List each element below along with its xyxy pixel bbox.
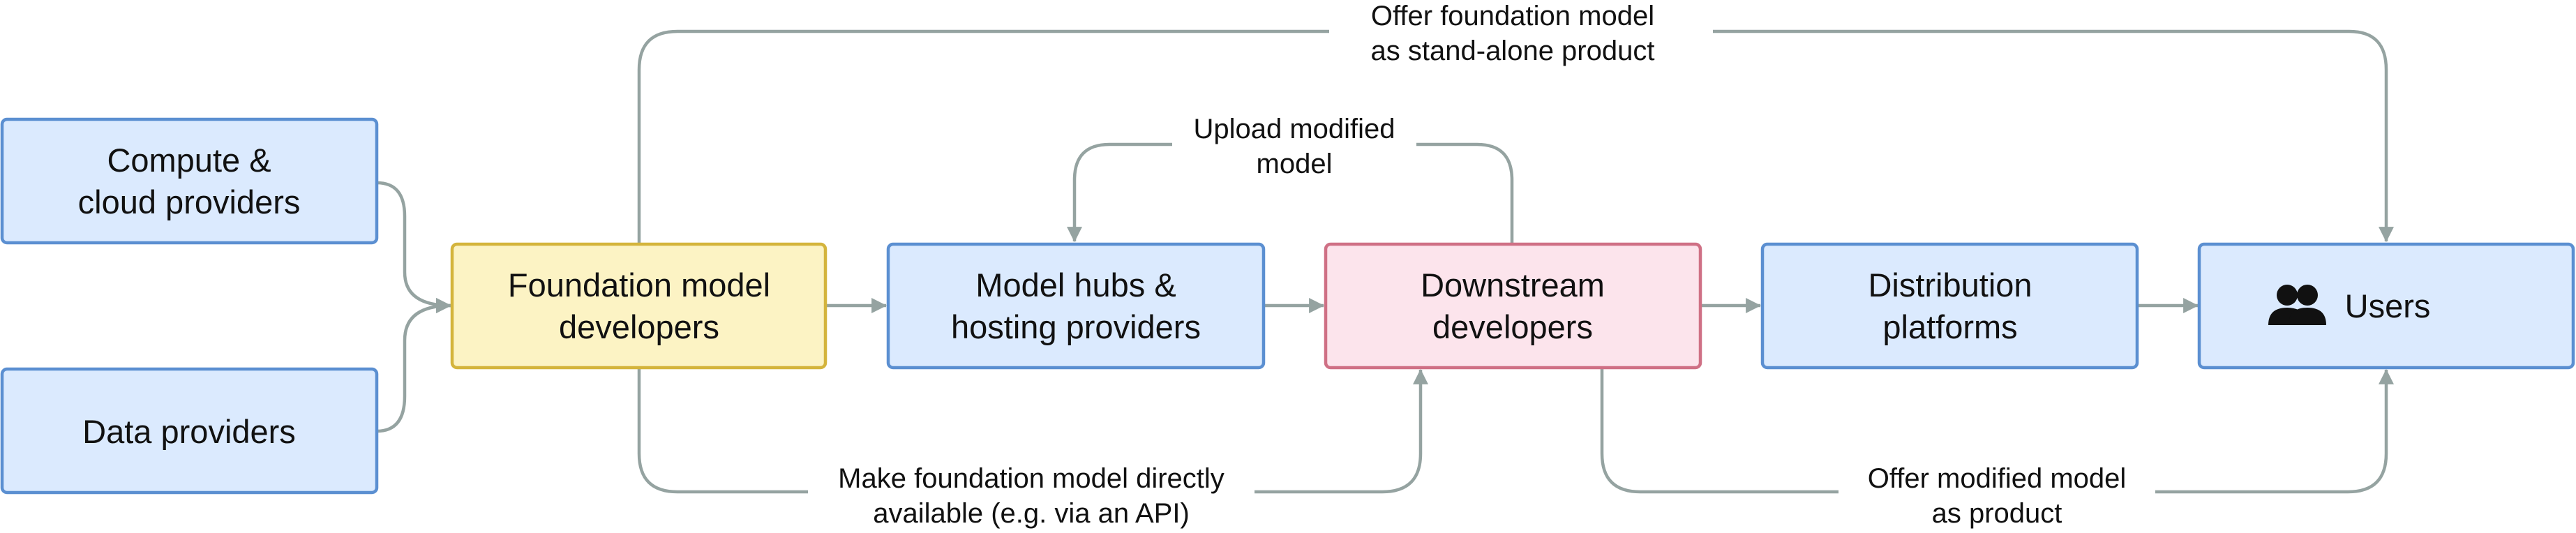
edge-label-upload-modified-line1: Upload modified bbox=[1193, 114, 1395, 144]
node-model-hubs-hosting-providers: Model hubs & hosting providers bbox=[886, 242, 1266, 370]
node-distribution-platforms: Distribution platforms bbox=[1760, 242, 2139, 370]
node-compute-cloud-providers: Compute & cloud providers bbox=[0, 117, 379, 245]
node-foundation-label-line1: Foundation model bbox=[508, 266, 770, 303]
node-data-label: Data providers bbox=[82, 413, 296, 450]
node-distribution-label-line1: Distribution bbox=[1868, 266, 2032, 303]
node-foundation-label-line2: developers bbox=[559, 308, 719, 345]
edge-label-upload-modified: Upload modified model bbox=[1172, 108, 1416, 183]
edge-compute-to-foundation bbox=[376, 181, 452, 313]
node-hubs-label-line2: hosting providers bbox=[951, 308, 1201, 345]
edge-data-to-foundation bbox=[376, 298, 452, 433]
edge-label-upload-modified-line2: model bbox=[1257, 149, 1333, 179]
edge-label-offer-foundation-line2: as stand-alone product bbox=[1371, 36, 1655, 66]
edge-label-offer-foundation-line1: Offer foundation model bbox=[1371, 1, 1654, 31]
edge-label-offer-foundation: Offer foundation model as stand-alone pr… bbox=[1329, 0, 1713, 67]
node-compute-label-line2: cloud providers bbox=[78, 183, 301, 220]
edge-label-make-available-line2: available (e.g. via an API) bbox=[873, 498, 1190, 529]
node-hubs-label-line1: Model hubs & bbox=[975, 266, 1176, 303]
edge-label-offer-modified-line2: as product bbox=[1932, 498, 2062, 529]
edge-label-make-available: Make foundation model directly available… bbox=[808, 455, 1255, 530]
node-downstream-developers: Downstream developers bbox=[1324, 242, 1702, 370]
node-downstream-label-line2: developers bbox=[1432, 308, 1593, 345]
edge-label-offer-modified: Offer modified model as product bbox=[1839, 455, 2155, 530]
edge-label-offer-modified-line1: Offer modified model bbox=[1868, 463, 2127, 494]
node-data-providers: Data providers bbox=[0, 367, 379, 495]
users-icon bbox=[2268, 285, 2326, 325]
node-users-label: Users bbox=[2345, 287, 2431, 324]
node-downstream-label-line1: Downstream bbox=[1421, 266, 1605, 303]
node-foundation-model-developers: Foundation model developers bbox=[450, 242, 828, 370]
edge-label-make-available-line1: Make foundation model directly bbox=[838, 463, 1225, 494]
node-users: Users bbox=[2197, 242, 2575, 370]
node-distribution-label-line2: platforms bbox=[1882, 308, 2017, 345]
node-compute-label-line1: Compute & bbox=[107, 142, 271, 179]
